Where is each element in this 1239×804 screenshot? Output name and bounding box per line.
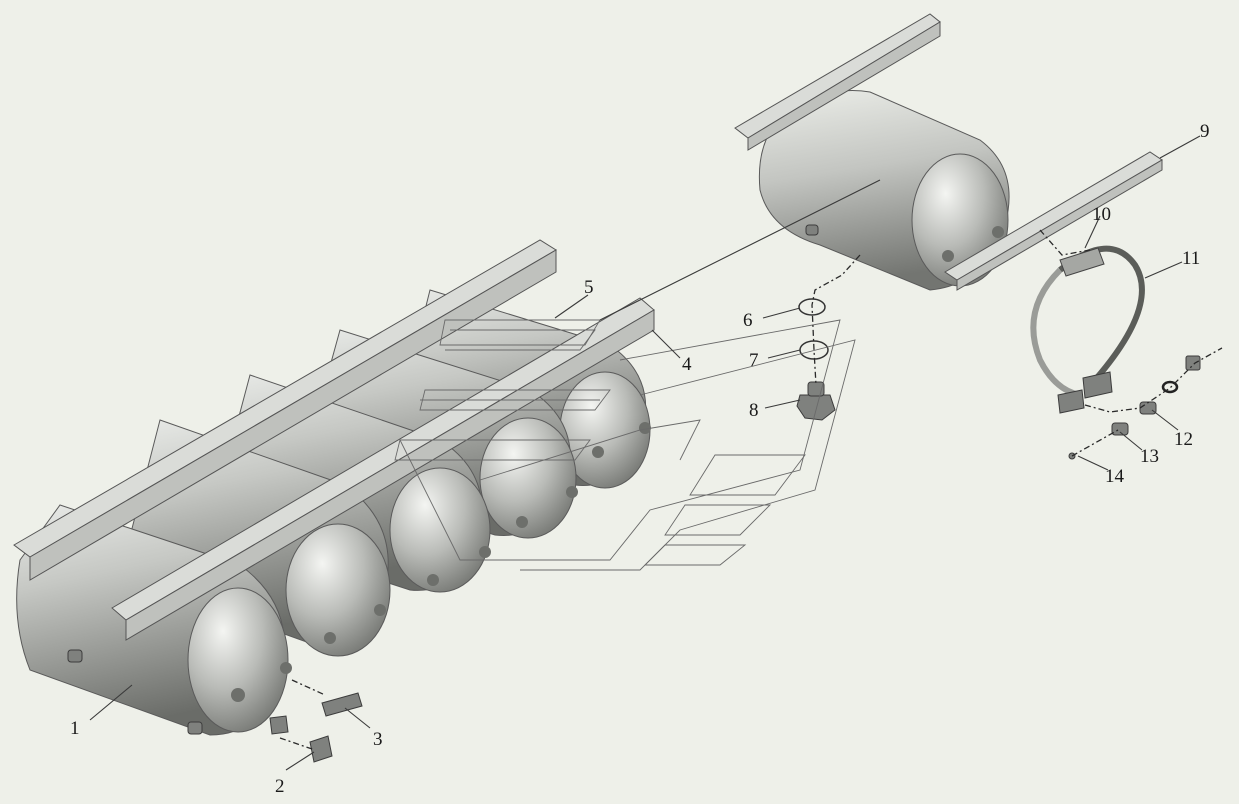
fitting-parts-center (796, 298, 836, 421)
auxiliary-tank-group (734, 13, 1163, 291)
bracket-rail-rear (13, 239, 557, 581)
fitting-parts-bottom (269, 692, 363, 763)
callout-13: 13 (1140, 446, 1159, 467)
callout-9: 9 (1200, 121, 1210, 142)
callout-3: 3 (373, 729, 383, 750)
callout-14: 14 (1105, 466, 1125, 487)
callout-12: 12 (1174, 429, 1193, 450)
receiver-tank-group (13, 239, 655, 736)
callout-leaders (89, 135, 1201, 771)
callout-labels: 1 2 3 4 5 6 7 8 9 10 11 12 13 14 (70, 121, 1210, 797)
assembly-axes (279, 229, 1223, 751)
callout-5: 5 (584, 277, 594, 298)
callout-6: 6 (743, 310, 753, 331)
callout-1: 1 (70, 718, 80, 739)
pipe-routing-lines (394, 319, 856, 571)
callout-10: 10 (1092, 204, 1111, 225)
callout-11: 11 (1182, 248, 1200, 269)
callout-4: 4 (682, 354, 692, 375)
bracket-rail-front (111, 297, 655, 641)
callout-7: 7 (749, 350, 759, 371)
strap-clamp (1030, 245, 1145, 414)
callout-8: 8 (749, 400, 759, 421)
callout-2: 2 (275, 776, 285, 797)
fitting-parts-right (1068, 355, 1201, 460)
